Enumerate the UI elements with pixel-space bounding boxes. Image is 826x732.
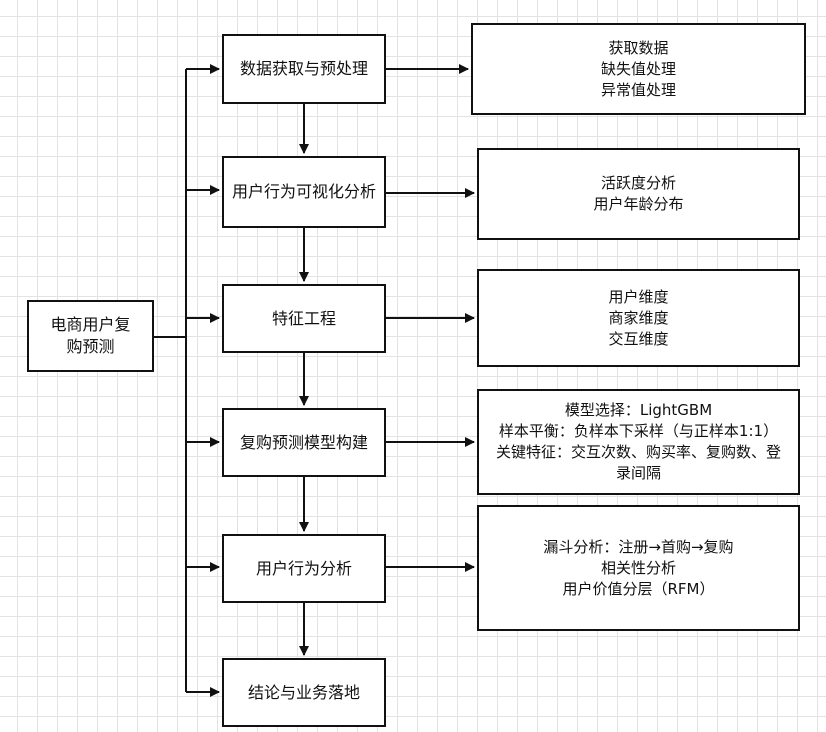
detail-line: 缺失值处理 <box>600 59 676 78</box>
detail-line: 用户维度 <box>608 287 669 306</box>
root-node-label: 电商用户复购预测 <box>50 315 131 356</box>
step-behavior-visualization: 用户行为可视化分析 <box>222 156 386 228</box>
detail-line: 异常值处理 <box>600 80 676 99</box>
root-node: 电商用户复购预测 <box>27 300 154 372</box>
step-feature-engineering-label: 特征工程 <box>271 308 336 328</box>
detail-line: 相关性分析 <box>600 559 676 577</box>
detail-line: 用户价值分层（RFM） <box>562 580 715 598</box>
detail-line: 关键特征：交互次数、购买率、复购数、登录间隔 <box>495 443 781 482</box>
details-model-building: 模型选择：LightGBM 样本平衡：负样本下采样（与正样本1:1） 关键特征：… <box>477 389 800 495</box>
step-data-acquisition: 数据获取与预处理 <box>222 34 386 104</box>
step-conclusion-label: 结论与业务落地 <box>247 682 360 702</box>
detail-line: 漏斗分析：注册→首购→复购 <box>543 538 734 556</box>
detail-line: 商家维度 <box>608 308 669 327</box>
details-behavior-analysis: 漏斗分析：注册→首购→复购 相关性分析 用户价值分层（RFM） <box>477 505 800 631</box>
step-behavior-analysis-label: 用户行为分析 <box>255 558 352 578</box>
step-behavior-visualization-label: 用户行为可视化分析 <box>232 182 377 201</box>
detail-line: 活跃度分析 <box>600 174 676 192</box>
step-data-acquisition-label: 数据获取与预处理 <box>239 59 368 78</box>
step-conclusion: 结论与业务落地 <box>222 658 386 727</box>
step-model-building: 复购预测模型构建 <box>222 408 386 477</box>
detail-line: 用户年龄分布 <box>593 195 684 213</box>
details-data-acquisition: 获取数据 缺失值处理 异常值处理 <box>471 23 806 115</box>
step-model-building-label: 复购预测模型构建 <box>239 432 368 452</box>
detail-line: 模型选择：LightGBM <box>564 401 713 419</box>
detail-line: 样本平衡：负样本下采样（与正样本1:1） <box>498 422 779 440</box>
detail-line: 交互维度 <box>608 329 669 348</box>
step-behavior-analysis: 用户行为分析 <box>222 534 386 603</box>
details-behavior-visualization: 活跃度分析 用户年龄分布 <box>477 148 800 240</box>
step-feature-engineering: 特征工程 <box>222 284 386 353</box>
details-feature-engineering: 用户维度 商家维度 交互维度 <box>477 269 800 367</box>
detail-line: 获取数据 <box>608 38 669 57</box>
